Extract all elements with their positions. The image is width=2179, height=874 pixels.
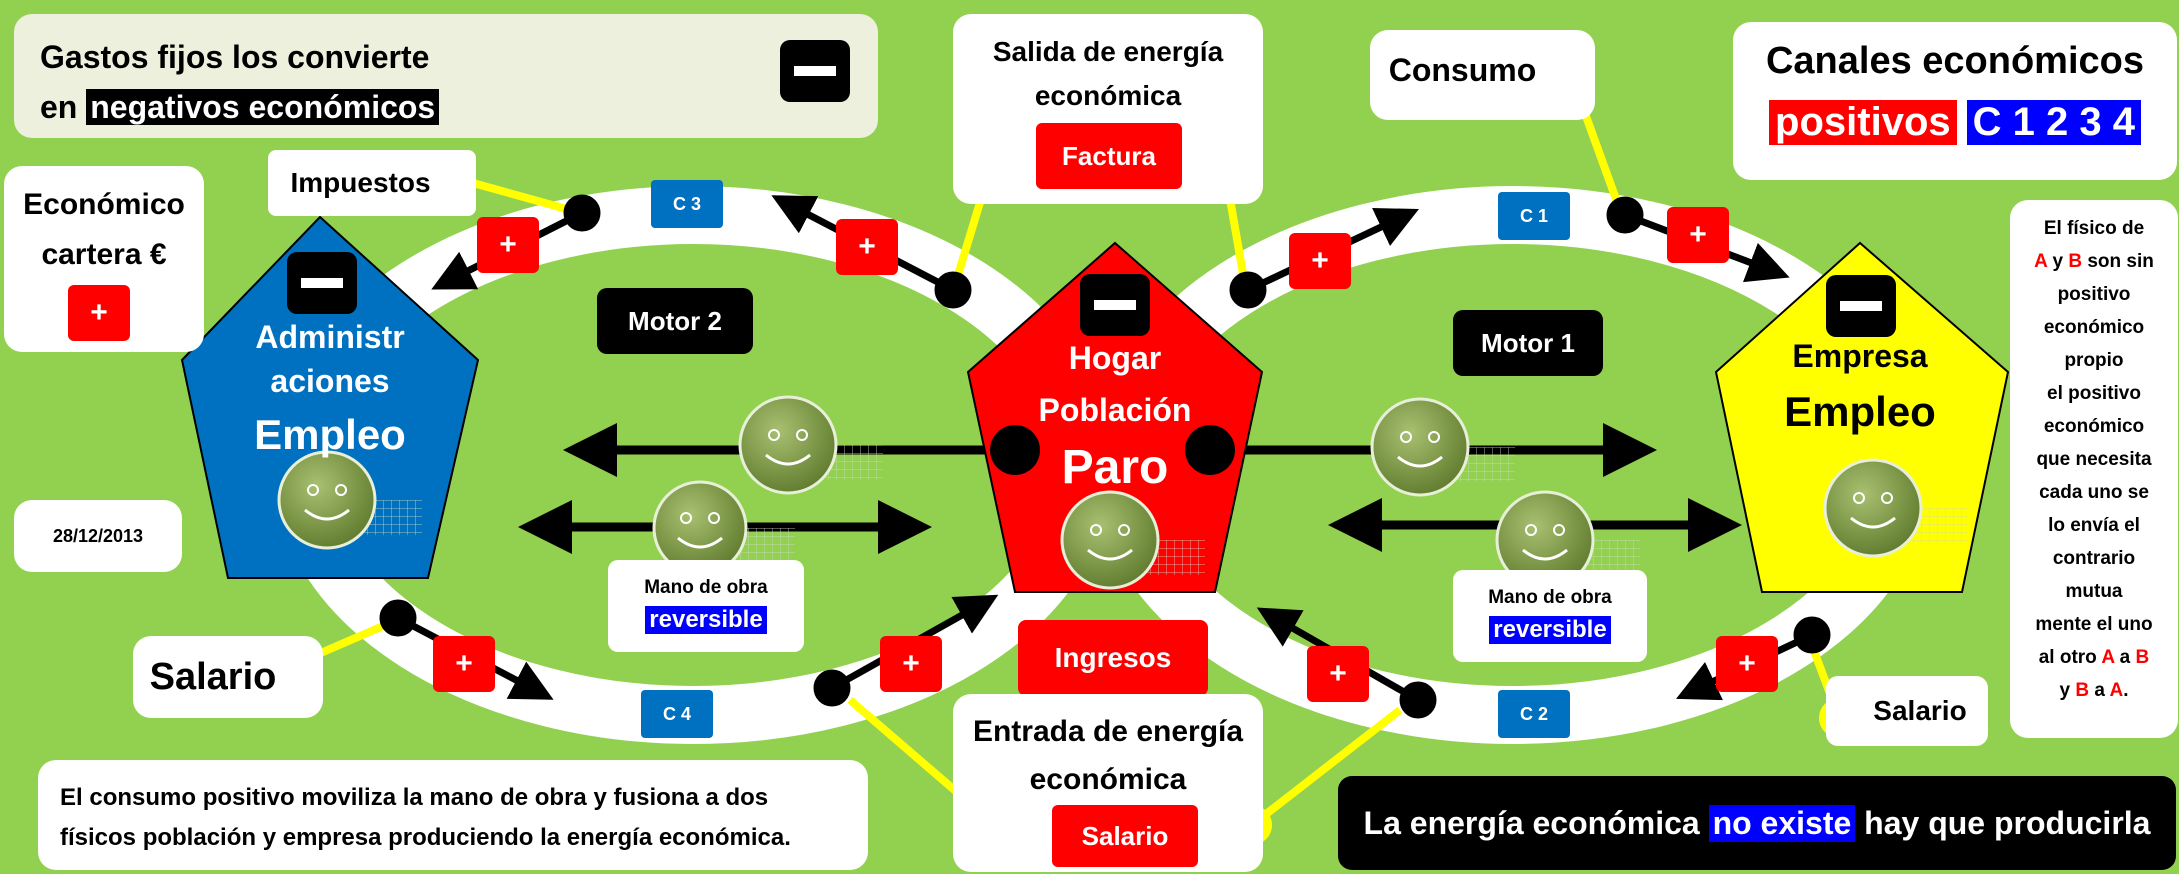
admin-text: Administr aciones Empleo <box>190 315 470 467</box>
plus-tag: + <box>880 636 942 692</box>
salario-tag: Salario <box>1052 805 1198 867</box>
canales-title: Canales económicos <box>1765 40 2145 82</box>
empresa-line1: Empresa <box>1792 338 1928 374</box>
hogar-text: Hogar Población Paro <box>975 332 1255 500</box>
ingresos-tag: Ingresos <box>1018 620 1208 696</box>
side-note-box <box>2010 200 2178 738</box>
legend-line1: Gastos fijos los convierte <box>40 39 430 75</box>
channel-badge-c2: C 2 <box>1498 690 1570 738</box>
canales-row: positivos C 1 2 3 4 <box>1733 100 2177 145</box>
cartera-plus: + <box>68 285 130 341</box>
motor-1-label: Motor 1 <box>1453 310 1603 376</box>
mano-right-text: Mano de obra reversible <box>1488 587 1612 644</box>
bottom-note-line1: El consumo positivo moviliza la mano de … <box>60 784 769 811</box>
salario-left-label: Salario <box>149 655 277 698</box>
mano-left-reversible: reversible <box>645 606 767 634</box>
channel-badge-c3: C 3 <box>651 180 723 228</box>
impuestos-box <box>268 150 476 216</box>
date-label: 28/12/2013 <box>52 525 144 546</box>
entrada-line2: económica <box>1029 763 1187 796</box>
legend-line2: en negativos económicos <box>40 82 440 132</box>
consumo-box <box>1370 30 1595 120</box>
salida-line1: Salida de energía <box>992 36 1224 67</box>
bottom-note-text: El consumo positivo moviliza la mano de … <box>60 778 791 858</box>
date-box <box>14 500 182 572</box>
admin-line1: Administr <box>255 319 405 355</box>
salida-line2: económica <box>1034 80 1182 111</box>
admin-minus-icon <box>287 252 357 314</box>
plus-tag: + <box>433 636 495 692</box>
mano-left-text: Mano de obra reversible <box>644 577 768 634</box>
legend-text: Gastos fijos los convierte en negativos … <box>40 32 440 132</box>
hogar-minus-icon <box>1080 274 1150 336</box>
channels-highlight: C 1 2 3 4 <box>1966 100 2141 145</box>
hogar-line1: Hogar <box>1068 340 1162 376</box>
negativos-highlight: negativos económicos <box>86 89 440 125</box>
pentagon-empresa <box>1714 241 2010 593</box>
plus-tag: + <box>477 217 539 273</box>
channel-badge-c4: C 4 <box>641 690 713 738</box>
empresa-minus-icon <box>1826 275 1896 337</box>
mano-right-reversible: reversible <box>1489 616 1611 644</box>
salario-right-label: Salario <box>1873 695 1967 726</box>
positivos-highlight: positivos <box>1769 100 1957 145</box>
salario-right-box <box>1826 676 1988 746</box>
plus-tag: + <box>1667 207 1729 263</box>
plus-tag: + <box>836 219 898 275</box>
bottom-note-line2: físicos población y empresa produciendo … <box>60 824 791 851</box>
entrada-text: Entrada de energía económica <box>953 708 1263 804</box>
pentagon-hogar <box>966 241 1264 593</box>
factura-tag: Factura <box>1036 123 1182 189</box>
energy-banner: La energía económica no existe hay que p… <box>1338 776 2176 870</box>
cartera-line1: Económico <box>23 188 185 221</box>
no-existe-highlight: no existe <box>1708 804 1856 842</box>
impuestos-label: Impuestos <box>290 167 431 198</box>
entrada-line1: Entrada de energía <box>972 715 1244 748</box>
side-note-text: El físico de A y B son sin positivo econ… <box>2034 218 2154 701</box>
pentagon-admin <box>180 215 480 579</box>
salario-left-box <box>133 636 323 718</box>
motor-2-label: Motor 2 <box>597 288 753 354</box>
empresa-text: Empresa Empleo <box>1725 332 1995 444</box>
cartera-text: Económico cartera € <box>4 180 204 280</box>
faces <box>277 395 1968 590</box>
cartera-line2: cartera € <box>41 238 167 271</box>
admin-line2: aciones <box>270 363 390 399</box>
hogar-line2: Población <box>1038 392 1192 428</box>
consumo-label: Consumo <box>1388 51 1537 88</box>
plus-tag: + <box>1289 233 1351 289</box>
legend-minus-icon <box>780 40 850 102</box>
empresa-line2: Empleo <box>1784 388 1936 435</box>
hogar-line3: Paro <box>1061 441 1169 494</box>
salida-text: Salida de energía económica <box>953 30 1263 118</box>
bottom-note-box <box>38 760 868 870</box>
channel-badge-c1: C 1 <box>1498 192 1570 240</box>
admin-line3: Empleo <box>254 411 406 458</box>
plus-tag: + <box>1716 636 1778 692</box>
plus-tag: + <box>1307 646 1369 702</box>
